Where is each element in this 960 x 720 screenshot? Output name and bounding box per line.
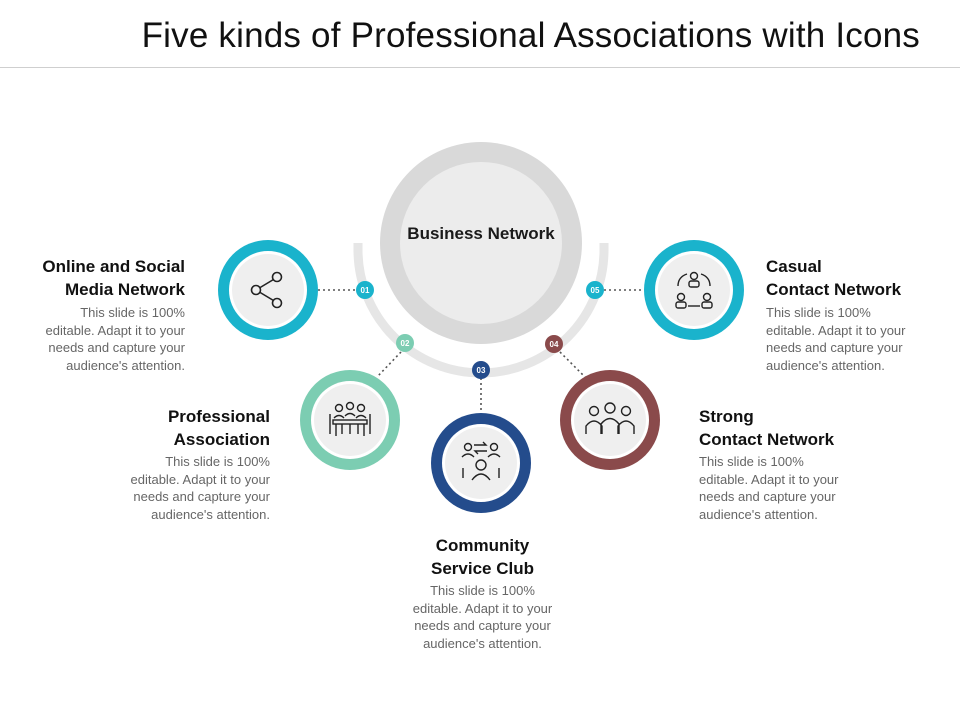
- share-icon: [250, 271, 283, 309]
- badge-05-text: 05: [591, 286, 600, 295]
- connector-04: [559, 351, 586, 378]
- node-online-social: [218, 240, 318, 340]
- people-cycle-icon: [675, 271, 713, 309]
- node-02-title: Professional Association: [167, 407, 270, 449]
- people-exchange-icon: [461, 441, 501, 481]
- badge-03: 03: [472, 361, 490, 379]
- node-03-title: Community Service Club: [431, 536, 534, 578]
- badge-01-text: 01: [361, 286, 370, 295]
- node-03-description: This slide is 100% editable. Adapt it to…: [412, 583, 553, 651]
- center-node: [380, 142, 582, 344]
- node-02-description: This slide is 100% editable. Adapt it to…: [130, 454, 270, 522]
- node-04-title: Strong Contact Network: [699, 407, 835, 449]
- badge-01: 01: [356, 281, 374, 299]
- title-divider: [0, 67, 960, 68]
- slide-title: Five kinds of Professional Associations …: [141, 16, 920, 55]
- connector-02: [376, 351, 402, 378]
- node-community: [431, 413, 531, 513]
- node-01-description: This slide is 100% editable. Adapt it to…: [45, 305, 185, 373]
- node-casual: [644, 240, 744, 340]
- center-label: Business Network: [407, 224, 555, 243]
- badge-05: 05: [586, 281, 604, 299]
- node-05-title: Casual Contact Network: [766, 257, 902, 299]
- node-01-title: Online and Social Media Network: [42, 257, 185, 299]
- node-strong: [560, 370, 660, 470]
- node-04-description: This slide is 100% editable. Adapt it to…: [699, 454, 839, 522]
- badge-03-text: 03: [477, 366, 486, 375]
- meeting-table-icon: [329, 401, 371, 436]
- badge-02: 02: [396, 334, 414, 352]
- badge-04: 04: [545, 335, 563, 353]
- node-05-description: This slide is 100% editable. Adapt it to…: [766, 305, 906, 373]
- node-professional: [300, 370, 400, 470]
- badge-02-text: 02: [401, 339, 410, 348]
- badge-04-text: 04: [550, 340, 559, 349]
- team-group-icon: [585, 402, 635, 434]
